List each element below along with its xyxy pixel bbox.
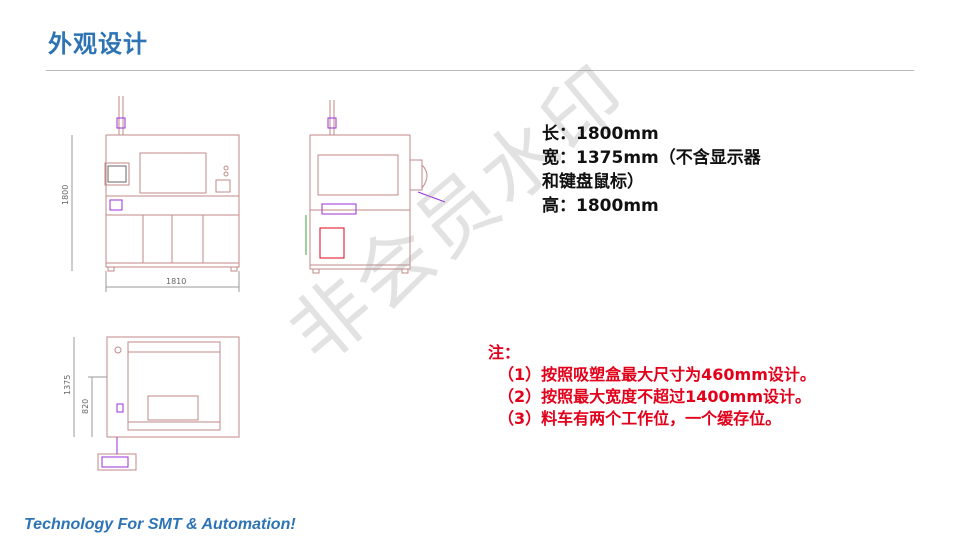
spec-width-line2: 和键盘鼠标）: [542, 172, 644, 192]
title-divider: [46, 70, 914, 71]
spec-width-line1: 宽：1375mm（不含显示器: [542, 148, 761, 168]
note-item: （1）按照吸塑盒最大尺寸为460mm设计。: [498, 365, 816, 384]
front-height-dim: 1800: [61, 185, 70, 205]
notes-block: 注： （1）按照吸塑盒最大尺寸为460mm设计。 （2）按照最大宽度不超过140…: [488, 342, 816, 430]
spec-length: 长：1800mm: [542, 124, 659, 144]
notes-heading: 注：: [488, 343, 521, 362]
footer-slogan: Technology For SMT & Automation!: [24, 516, 296, 533]
top-view-drawing: [73, 336, 240, 471]
front-view-drawing: [71, 96, 240, 292]
dimension-specs: 长：1800mm 宽：1375mm（不含显示器 和键盘鼠标） 高：1800mm: [542, 122, 761, 218]
front-width-dim: 1810: [166, 277, 186, 286]
note-item: （3）料车有两个工作位，一个缓存位。: [498, 409, 782, 428]
top-depth-dim: 1375: [63, 375, 72, 395]
top-inner-dim: 820: [81, 399, 90, 414]
page-title: 外观设计: [48, 30, 148, 58]
side-view-drawing: [305, 100, 446, 274]
spec-height: 高：1800mm: [542, 196, 659, 216]
note-item: （2）按照最大宽度不超过1400mm设计。: [498, 387, 812, 406]
